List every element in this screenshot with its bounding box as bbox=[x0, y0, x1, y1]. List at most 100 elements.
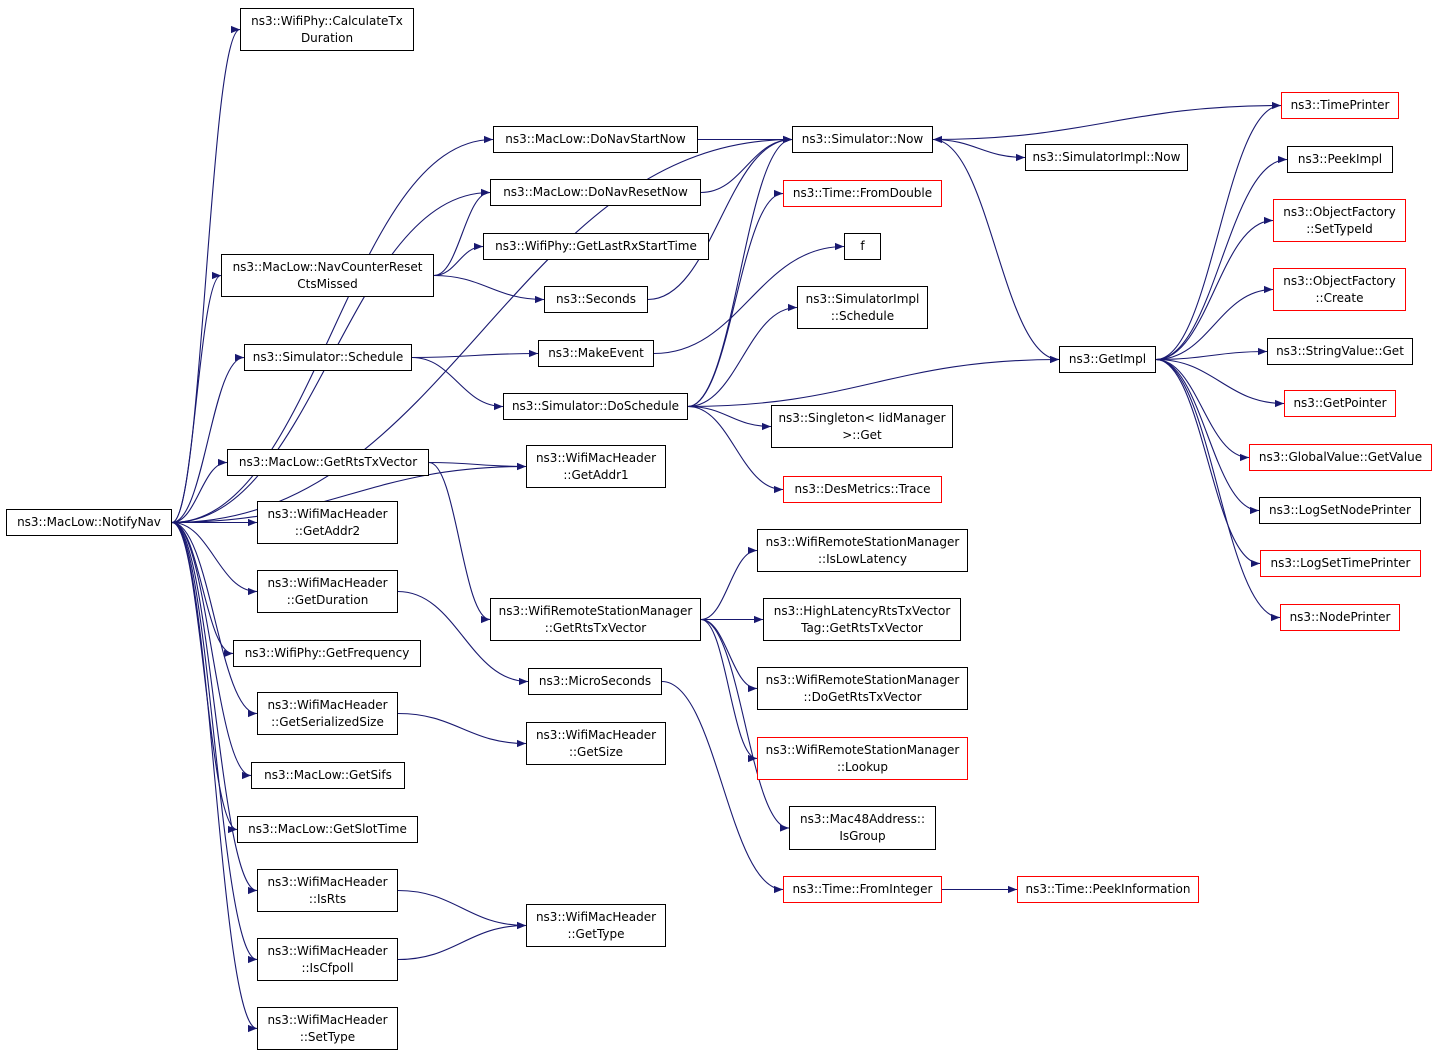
node-logsetnode[interactable]: ns3::LogSetNodePrinter bbox=[1259, 497, 1421, 524]
node-timefromdouble[interactable]: ns3::Time::FromDouble bbox=[783, 180, 942, 207]
node-label-line: ns3::WifiPhy::CalculateTx bbox=[251, 13, 403, 28]
node-getpointer[interactable]: ns3::GetPointer bbox=[1284, 390, 1396, 417]
edge-doschedule-to-timefromdouble bbox=[687, 189, 784, 408]
node-label-line: ns3::GetImpl bbox=[1068, 352, 1147, 366]
node-label-line: ::IsCfpoll bbox=[301, 960, 354, 975]
edge-getimpl-to-timeprinter bbox=[1155, 101, 1282, 361]
node-getaddr2[interactable]: ns3::WifiMacHeader::GetAddr2 bbox=[257, 501, 398, 544]
node-getaddr1[interactable]: ns3::WifiMacHeader::GetAddr1 bbox=[526, 445, 666, 488]
node-simimplschedule[interactable]: ns3::SimulatorImpl::Schedule bbox=[797, 286, 928, 329]
node-label-line: ns3::WifiMacHeader bbox=[535, 727, 657, 742]
node-donavreset[interactable]: ns3::MacLow::DoNavResetNow bbox=[490, 179, 701, 206]
edge-seconds-to-simnow bbox=[647, 135, 793, 301]
node-label-line: ns3::WifiMacHeader bbox=[267, 1012, 388, 1027]
node-label-line: ::IsRts bbox=[308, 891, 347, 906]
node-islowlatency[interactable]: ns3::WifiRemoteStationManager::IsLowLate… bbox=[757, 529, 968, 572]
node-donavstart[interactable]: ns3::MacLow::DoNavStartNow bbox=[493, 126, 698, 153]
edge-notifynav-to-getduration bbox=[171, 521, 258, 596]
node-label-line: ns3::SimulatorImpl bbox=[805, 291, 920, 306]
node-lookup[interactable]: ns3::WifiRemoteStationManager::Lookup bbox=[757, 737, 968, 780]
edge-makeevent-to-f bbox=[653, 242, 845, 355]
node-doschedule[interactable]: ns3::Simulator::DoSchedule bbox=[503, 393, 688, 420]
node-peekinformation[interactable]: ns3::Time::PeekInformation bbox=[1017, 876, 1199, 903]
node-microseconds[interactable]: ns3::MicroSeconds bbox=[528, 668, 662, 695]
node-singleton[interactable]: ns3::Singleton< IidManager>::Get bbox=[771, 405, 953, 448]
node-simnow[interactable]: ns3::Simulator::Now bbox=[792, 126, 933, 153]
edge-notifynav-to-settype bbox=[171, 521, 258, 1032]
node-iscfpoll[interactable]: ns3::WifiMacHeader::IsCfpoll bbox=[257, 938, 398, 981]
node-getslottime[interactable]: ns3::MacLow::GetSlotTime bbox=[237, 816, 418, 843]
node-makeevent[interactable]: ns3::MakeEvent bbox=[538, 340, 654, 367]
node-label-line: ns3::SimulatorImpl::Now bbox=[1032, 150, 1181, 164]
node-settype[interactable]: ns3::WifiMacHeader::SetType bbox=[257, 1007, 398, 1050]
node-getfrequency[interactable]: ns3::WifiPhy::GetFrequency bbox=[233, 640, 421, 667]
node-label-line: f bbox=[860, 239, 865, 253]
node-label-line: ::GetSize bbox=[568, 744, 624, 759]
node-simschedule[interactable]: ns3::Simulator::Schedule bbox=[244, 344, 412, 371]
node-label-line: ::GetRtsTxVector bbox=[544, 620, 647, 635]
edge-doschedule-to-singleton bbox=[687, 405, 772, 431]
node-ofcreate[interactable]: ns3::ObjectFactory::Create bbox=[1273, 268, 1406, 311]
node-label-line: ns3::WifiMacHeader bbox=[267, 874, 388, 889]
node-simimplnow[interactable]: ns3::SimulatorImpl::Now bbox=[1025, 144, 1188, 171]
node-gettype[interactable]: ns3::WifiMacHeader::GetType bbox=[526, 904, 666, 947]
edge-timeprinter-to-simnow bbox=[932, 104, 1282, 144]
edge-getimpl-to-stringvalueget bbox=[1155, 347, 1268, 361]
node-desmetrics[interactable]: ns3::DesMetrics::Trace bbox=[783, 476, 942, 503]
node-stringvalueget[interactable]: ns3::StringValue::Get bbox=[1267, 338, 1413, 365]
edge-getrtstxvector-to-wrsmgetrts bbox=[428, 461, 491, 624]
node-getlastrx[interactable]: ns3::WifiPhy::GetLastRxStartTime bbox=[483, 233, 709, 260]
node-wrsmgetrts[interactable]: ns3::WifiRemoteStationManager::GetRtsTxV… bbox=[490, 598, 701, 641]
edge-navcounter-to-getlastrx bbox=[433, 242, 484, 277]
edge-notifynav-to-navcounter bbox=[171, 272, 222, 524]
node-getrtstxvector[interactable]: ns3::MacLow::GetRtsTxVector bbox=[227, 449, 429, 476]
node-label-line: ns3::Mac48Address:: bbox=[799, 812, 926, 826]
edge-isrts-to-gettype bbox=[397, 889, 527, 930]
node-label-line: ::Schedule bbox=[830, 308, 895, 323]
edge-notifynav-to-getrtstxvector bbox=[171, 458, 228, 524]
node-label-line: ns3::Time::PeekInformation bbox=[1025, 882, 1191, 896]
edge-microseconds-to-timefrominteger bbox=[661, 680, 784, 894]
node-label-line: ns3::Simulator::Schedule bbox=[252, 350, 404, 364]
node-label-line: ns3::StringValue::Get bbox=[1276, 344, 1404, 358]
node-label-line: ns3::WifiMacHeader bbox=[267, 575, 388, 590]
node-f[interactable]: f bbox=[844, 233, 881, 260]
node-label-line: ::GetSerializedSize bbox=[271, 714, 384, 729]
node-timefrominteger[interactable]: ns3::Time::FromInteger bbox=[783, 876, 942, 903]
node-dogetrts[interactable]: ns3::WifiRemoteStationManager::DoGetRtsT… bbox=[757, 667, 968, 710]
node-getimpl[interactable]: ns3::GetImpl bbox=[1059, 346, 1156, 373]
node-getserialized[interactable]: ns3::WifiMacHeader::GetSerializedSize bbox=[257, 692, 398, 735]
node-nodeprinter[interactable]: ns3::NodePrinter bbox=[1280, 604, 1400, 631]
edge-wrsmgetrts-to-isgroup bbox=[700, 618, 790, 832]
node-peekimpl[interactable]: ns3::PeekImpl bbox=[1287, 146, 1393, 173]
node-label-line: ns3::MacLow::GetRtsTxVector bbox=[238, 455, 418, 469]
edge-getimpl-to-logsettime bbox=[1155, 358, 1261, 568]
node-label-line: ns3::WifiMacHeader bbox=[267, 697, 388, 712]
node-getduration[interactable]: ns3::WifiMacHeader::GetDuration bbox=[257, 570, 398, 613]
node-isrts[interactable]: ns3::WifiMacHeader::IsRts bbox=[257, 869, 398, 912]
edge-doschedule-to-simimplschedule bbox=[687, 303, 798, 408]
edge-navcounter-to-seconds bbox=[433, 274, 545, 304]
node-label-line: ::Create bbox=[1315, 290, 1364, 305]
node-globalvalue[interactable]: ns3::GlobalValue::GetValue bbox=[1249, 444, 1432, 471]
node-logsettime[interactable]: ns3::LogSetTimePrinter bbox=[1260, 550, 1421, 577]
edge-getimpl-to-logsetnode bbox=[1155, 358, 1260, 515]
node-isgroup[interactable]: ns3::Mac48Address::IsGroup bbox=[789, 806, 936, 850]
node-timeprinter[interactable]: ns3::TimePrinter bbox=[1281, 92, 1399, 119]
node-label-line: ns3::GetPointer bbox=[1293, 396, 1387, 410]
node-label-line: ns3::WifiMacHeader bbox=[535, 450, 657, 465]
node-ofsettypeid[interactable]: ns3::ObjectFactory::SetTypeId bbox=[1273, 199, 1406, 242]
node-label-line: ns3::MicroSeconds bbox=[538, 674, 652, 688]
node-label-line: ns3::WifiPhy::GetLastRxStartTime bbox=[495, 239, 697, 253]
node-getsifs[interactable]: ns3::MacLow::GetSifs bbox=[251, 762, 405, 789]
edge-wrsmgetrts-to-lookup bbox=[700, 618, 758, 763]
node-label-line: ::IsLowLatency bbox=[818, 551, 907, 566]
edge-simnow-to-getimpl bbox=[932, 138, 1060, 364]
node-getsize[interactable]: ns3::WifiMacHeader::GetSize bbox=[526, 722, 666, 765]
edge-simschedule-to-makeevent bbox=[411, 349, 539, 359]
node-seconds[interactable]: ns3::Seconds bbox=[544, 286, 648, 313]
